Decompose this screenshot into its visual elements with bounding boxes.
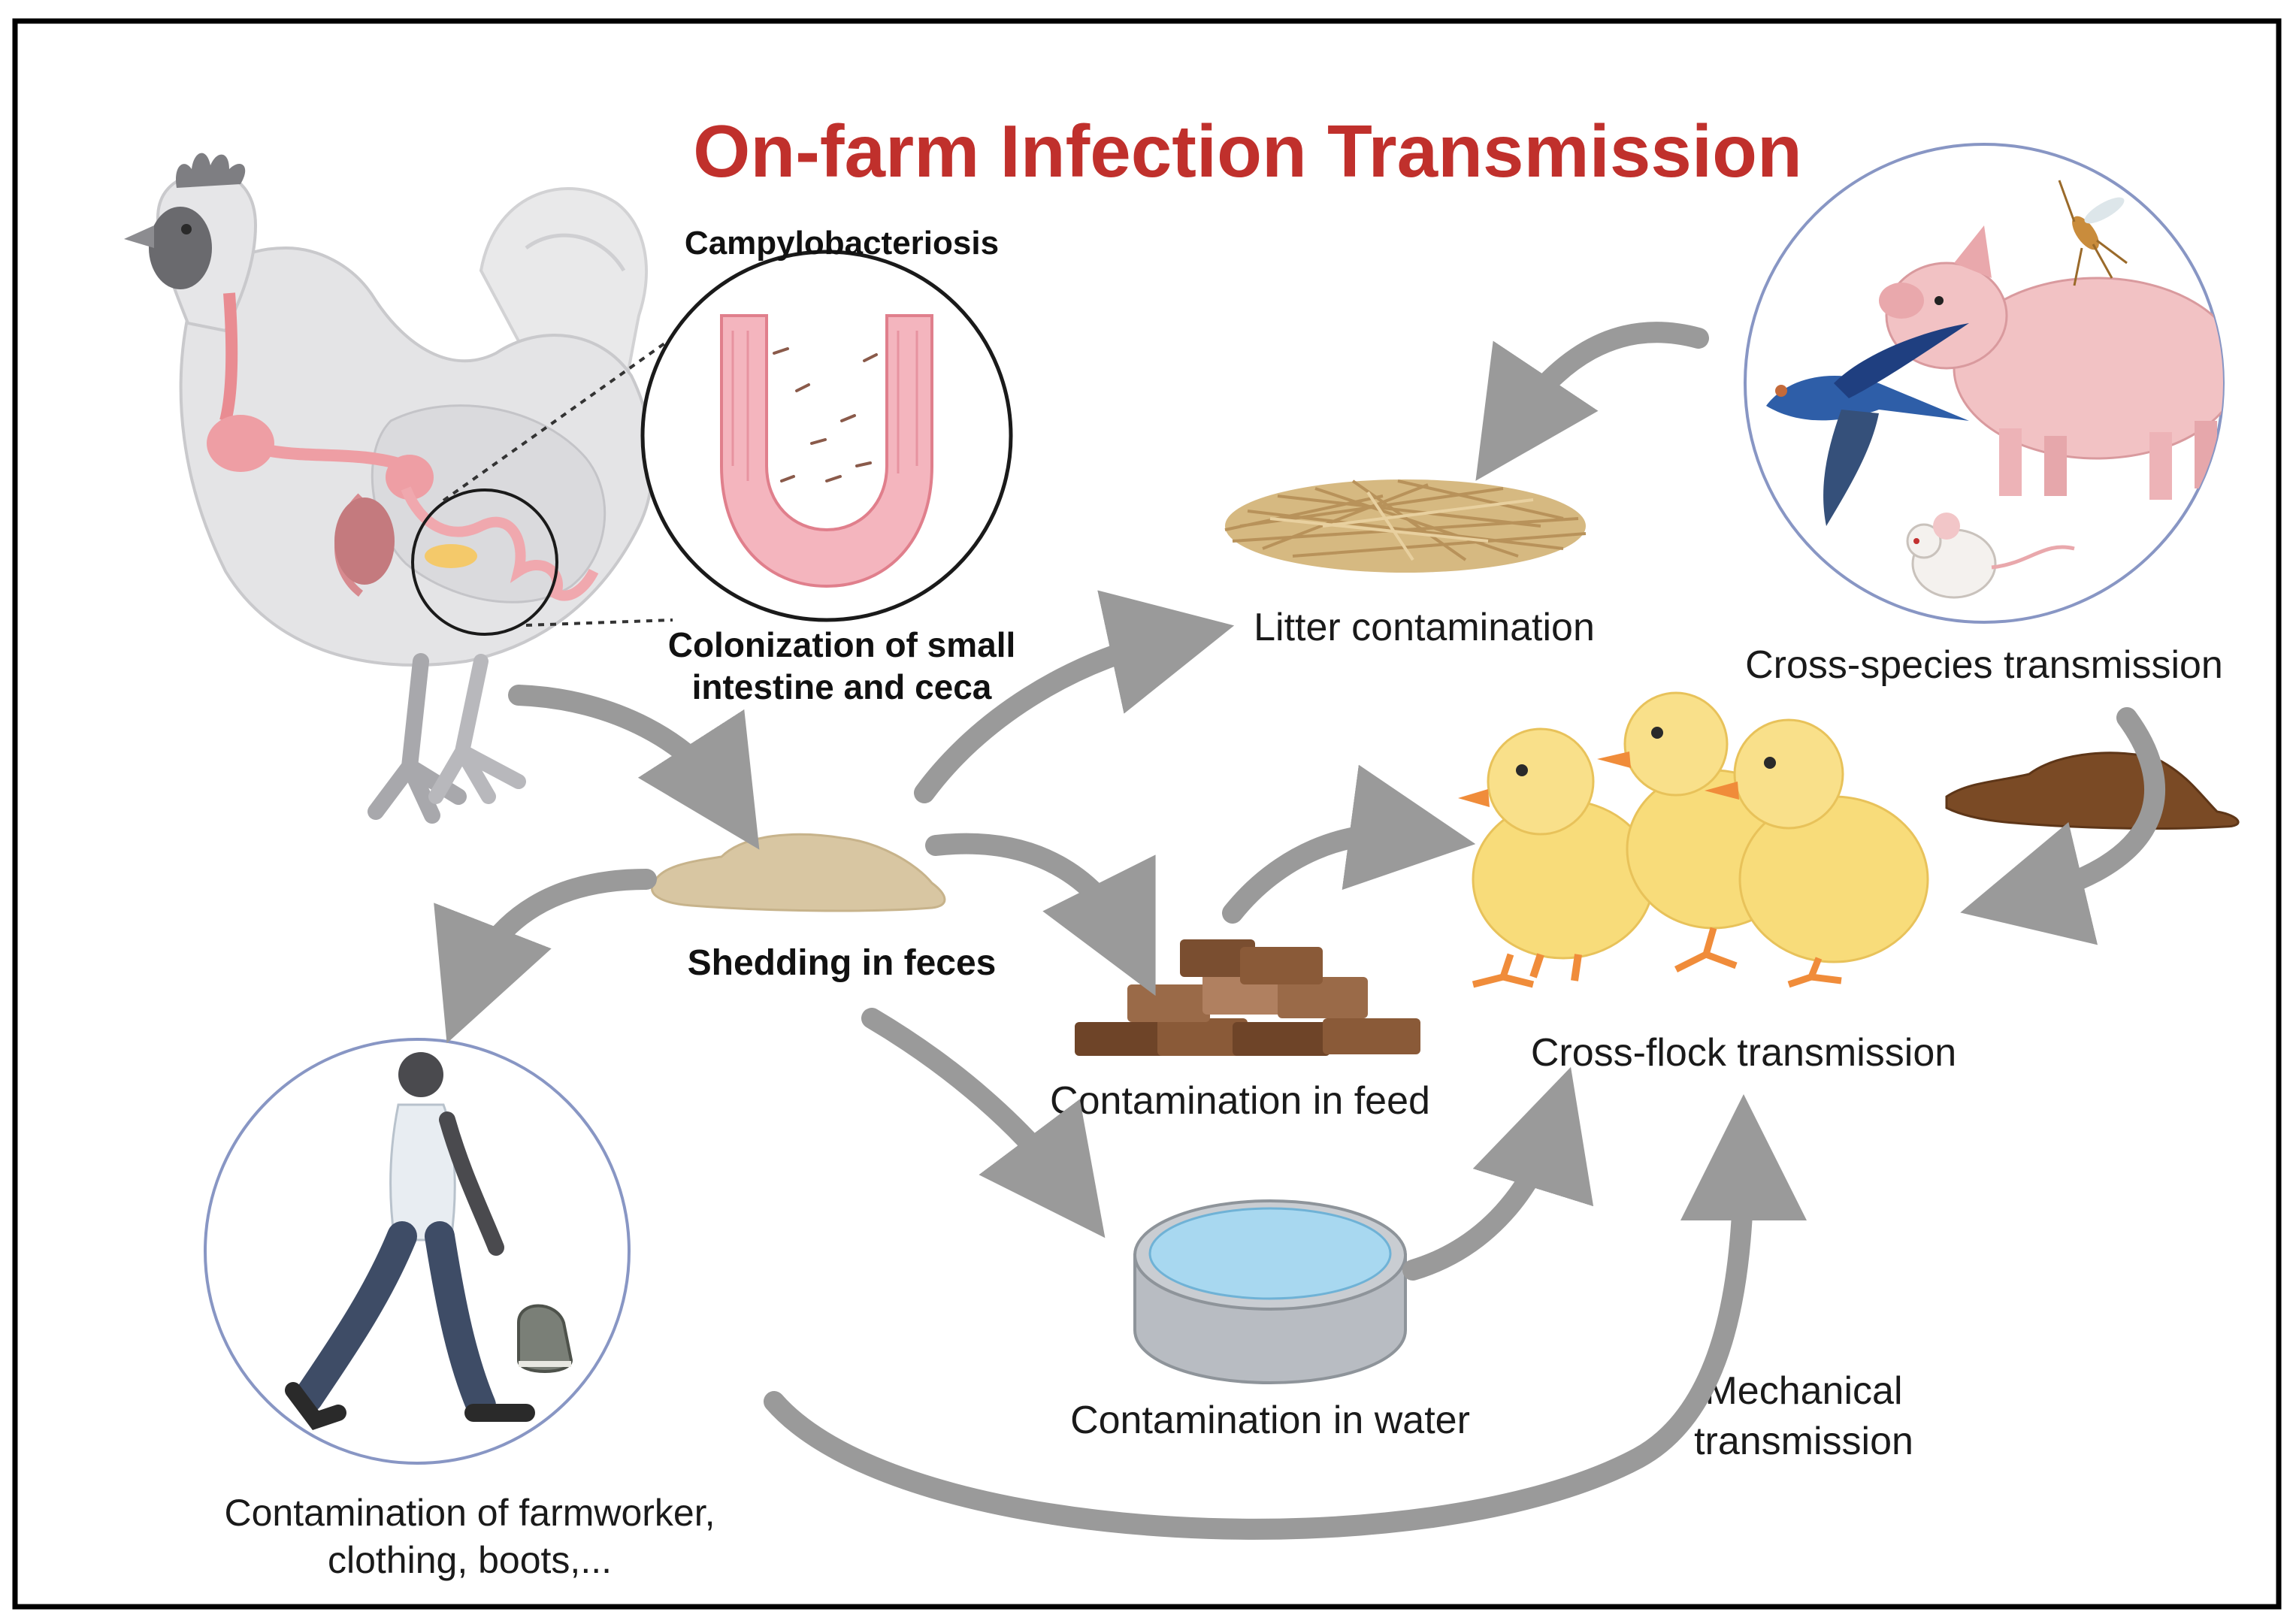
chicks-icon <box>1458 691 1929 988</box>
arrow-feed-to-chicks <box>1222 764 1476 924</box>
arrow-feces-to-water <box>861 1008 1106 1238</box>
zoom-line-top <box>442 320 697 502</box>
arrow-species-to-litter <box>1475 322 1709 481</box>
arrow-brown-feces-to-chicks <box>1960 707 2166 945</box>
feed-label: Contamination in feed <box>1050 1079 1430 1123</box>
shedding-label: Shedding in feces <box>688 943 997 983</box>
mechanical-label-line1: Mechanical <box>1705 1369 1902 1413</box>
farmworker-label-line2: clothing, boots,... <box>328 1539 612 1581</box>
arrow-water-to-chicks <box>1402 1066 1594 1281</box>
arrow-mechanical-transmission <box>764 1094 1807 1540</box>
intestine-magnified-icon <box>640 249 1013 622</box>
water-label: Contamination in water <box>1070 1399 1470 1442</box>
water-bowl-icon <box>1133 1199 1407 1385</box>
arrow-chicken-to-feces <box>508 685 760 850</box>
farmworker-icon <box>285 1052 535 1430</box>
mouse-icon <box>1906 513 2075 599</box>
arrow-group <box>434 322 2166 1540</box>
feed-pellets-icon <box>1075 939 1420 1056</box>
cross-species-circle <box>1744 143 2225 624</box>
diagram-title: On-farm Infection Transmission <box>693 110 1802 192</box>
boots-icon <box>517 1304 629 1373</box>
feces-icon <box>651 833 946 912</box>
campylobacteriosis-label: Campylobacteriosis <box>685 225 999 262</box>
arrow-feces-to-litter <box>914 590 1235 803</box>
straw-litter-icon <box>1224 479 1587 573</box>
mechanical-label-line2: transmission <box>1694 1420 1913 1463</box>
farmworker-circle <box>204 1038 631 1465</box>
mosquito-icon <box>2058 180 2128 286</box>
litter-label: Litter contamination <box>1254 606 1595 649</box>
arrow-feces-to-farmworker <box>434 869 657 1044</box>
cross-species-label: Cross-species transmission <box>1745 643 2223 687</box>
colonization-label-line2: intestine and ceca <box>692 667 992 706</box>
arrow-feces-to-feed <box>925 833 1156 996</box>
swallow-bird-icon <box>1766 323 1969 526</box>
chicken-icon <box>124 153 655 824</box>
colonization-label-line1: Colonization of small <box>668 625 1016 664</box>
zoom-line-bottom <box>525 618 673 627</box>
pig-icon <box>1879 225 2223 500</box>
cross-flock-label: Cross-flock transmission <box>1531 1031 1956 1075</box>
farmworker-label-line1: Contamination of farmworker, <box>224 1492 715 1534</box>
magnifier-circle <box>411 488 558 636</box>
